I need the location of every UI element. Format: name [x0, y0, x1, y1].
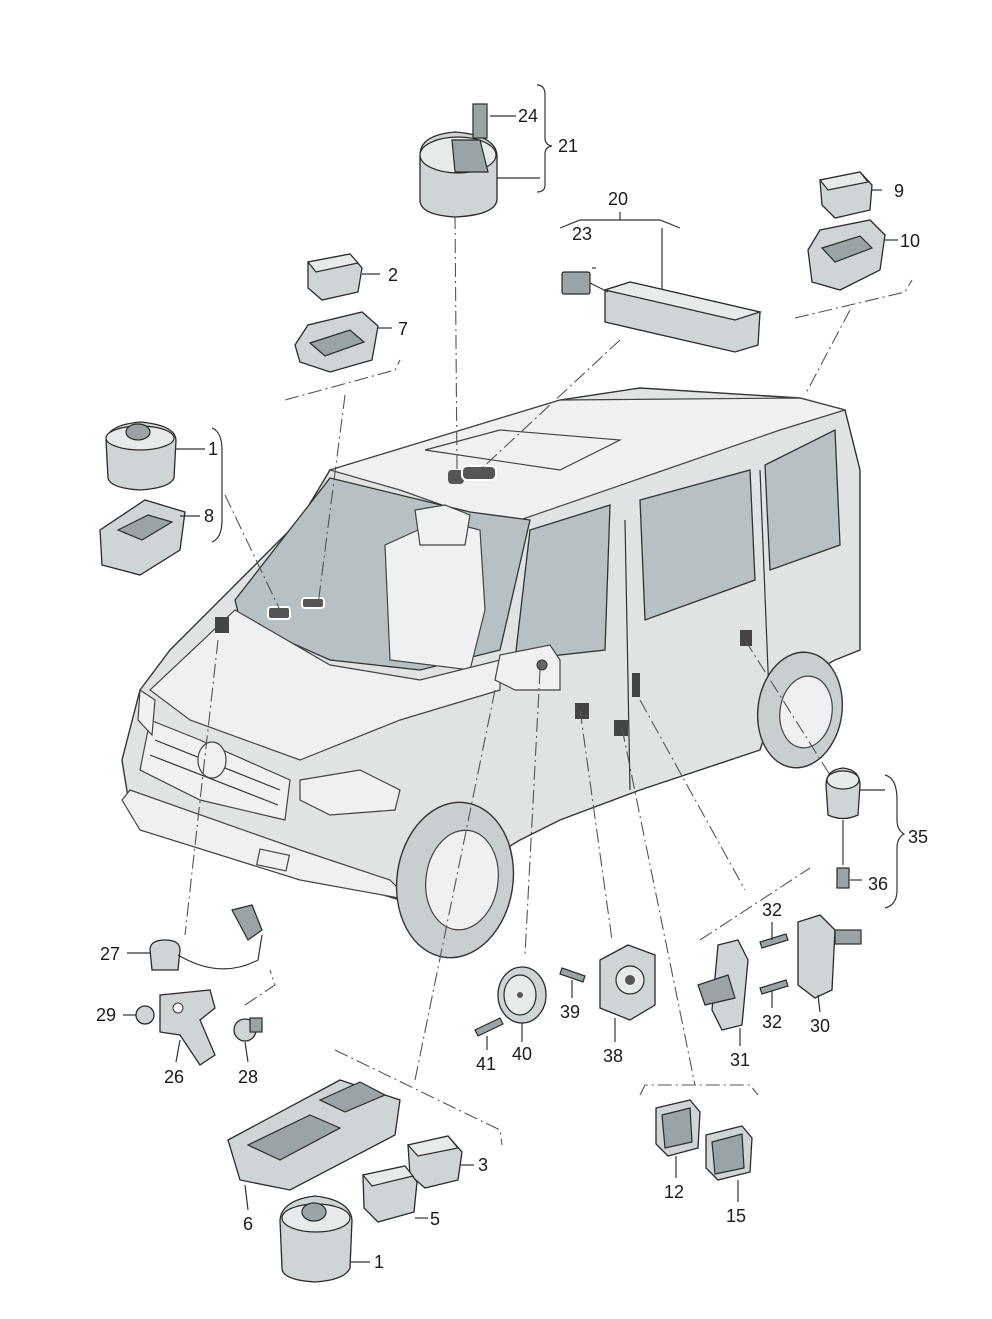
label-9: 9 [894, 181, 904, 201]
label-39: 39 [560, 1002, 580, 1022]
part-30-contact-switch [797, 914, 862, 999]
part-35-button [825, 767, 861, 889]
part-38-socket [599, 944, 656, 1021]
part-5-switch [361, 1165, 418, 1223]
label-12: 12 [664, 1182, 684, 1202]
part-31-contact-plate [697, 939, 749, 1031]
label-10: 10 [900, 231, 920, 251]
label-6: 6 [243, 1214, 253, 1234]
part-41-screw [474, 1017, 504, 1037]
label-1b: 1 [374, 1252, 384, 1272]
part-1b-mirror-switch [279, 1195, 353, 1283]
part-12-switch [655, 1099, 701, 1157]
label-32b: 32 [762, 1012, 782, 1032]
label-24: 24 [518, 106, 538, 126]
part-6-console-frame [227, 1079, 401, 1191]
label-7: 7 [398, 319, 408, 339]
label-leaders [123, 84, 906, 1263]
label-26: 26 [164, 1067, 184, 1087]
part-27-lamp-socket [149, 904, 263, 971]
label-20: 20 [608, 189, 628, 209]
part-8-mirror-frame [99, 499, 186, 576]
label-41: 41 [476, 1054, 496, 1074]
part-39-screw [559, 967, 586, 983]
label-31: 31 [730, 1050, 750, 1070]
label-1a: 1 [208, 439, 218, 459]
label-29: 29 [96, 1005, 116, 1025]
label-5: 5 [430, 1209, 440, 1229]
label-27: 27 [100, 944, 120, 964]
label-8: 8 [204, 506, 214, 526]
part-29-grommet [135, 1005, 155, 1025]
part-32-screws [759, 933, 789, 995]
part-20-control-module [561, 271, 763, 353]
label-40: 40 [512, 1044, 532, 1064]
part-21-switch-unit [419, 103, 498, 218]
part-1-mirror-switch [105, 421, 177, 491]
label-32a: 32 [762, 900, 782, 920]
label-3: 3 [478, 1155, 488, 1175]
label-30: 30 [810, 1016, 830, 1036]
part-2-switch [306, 253, 363, 301]
part-28-bulb [233, 1017, 263, 1042]
label-38: 38 [603, 1046, 623, 1066]
label-21: 21 [558, 136, 578, 156]
part-40-round-switch [497, 966, 547, 1024]
part-labels: 24 21 20 23 9 10 2 7 1 8 35 36 27 29 26 … [96, 106, 928, 1272]
label-35: 35 [908, 827, 928, 847]
label-23: 23 [572, 224, 592, 244]
van-body [121, 387, 861, 959]
part-10-switch-frame [807, 219, 886, 291]
leader-lines [184, 214, 913, 1146]
label-36: 36 [868, 874, 888, 894]
label-15: 15 [726, 1206, 746, 1226]
label-28: 28 [238, 1067, 258, 1087]
part-26-bracket [159, 989, 216, 1066]
part-7-switch-frame [294, 311, 379, 373]
label-2: 2 [388, 265, 398, 285]
part-15-switch [705, 1125, 753, 1181]
part-9-switch [818, 171, 873, 219]
